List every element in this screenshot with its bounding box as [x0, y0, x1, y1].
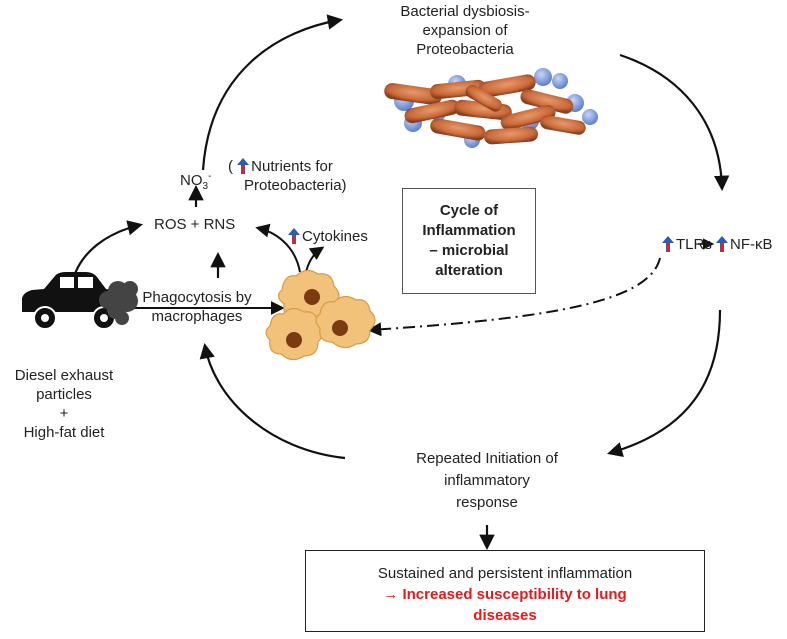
exposure-line4: High-fat diet	[23, 424, 105, 441]
cycle-box-line3: – microbial	[429, 242, 509, 259]
repeated-line1: Repeated Initiation of	[416, 450, 558, 467]
nutrients-line2: Proteobacteria)	[244, 177, 347, 194]
cycle-box-line1: Cycle of	[439, 202, 499, 219]
nfkb-label: NF-κB	[716, 235, 773, 254]
increase-arrow-icon	[716, 236, 728, 252]
cytokines-label: Cytokines	[288, 227, 368, 246]
cycle-box-line4: alteration	[435, 262, 503, 279]
outcome-line2: Increased susceptibility to lung	[402, 586, 627, 603]
tlrs-text: TLRs	[676, 236, 712, 253]
outcome-box: Sustained and persistent inflammation → …	[305, 550, 705, 632]
outcome-line1: Sustained and persistent inflammation	[377, 565, 633, 582]
nutrients-line1: Nutrients for	[251, 158, 333, 175]
ros-rns-label: ROS + RNS	[154, 216, 236, 233]
exposure-label: Diesel exhaust particles + High-fat diet	[0, 366, 128, 442]
bacteria-cluster-image	[384, 68, 598, 148]
arc-tlrs-to-repeated	[607, 309, 722, 457]
dashdot-tlrs-to-macrophages	[367, 257, 661, 337]
outcome-line2-wrap: → Increased susceptibility to lung	[306, 584, 704, 605]
nutrients-label: ( Nutrients for Proteobacteria)	[228, 157, 347, 195]
bacteria-label: Bacterial dysbiosis- expansion of Proteo…	[385, 2, 545, 59]
nitrate-sub: 3	[202, 181, 209, 192]
nitrate-label: NO3-	[180, 167, 211, 196]
phagocytosis-line2: macrophages	[151, 308, 243, 325]
tlrs-label: TLRs	[662, 235, 712, 254]
repeated-line2: inflammatory	[444, 472, 530, 489]
arc-bacteria-to-tlrs	[619, 53, 730, 192]
phagocytosis-line1: Phagocytosis by	[142, 289, 252, 306]
arc-ros-to-bacteria	[201, 14, 344, 171]
exposure-line1: Diesel exhaust	[14, 367, 114, 384]
macrophage-cells-icon	[265, 269, 376, 361]
outcome-arrow: →	[383, 586, 399, 603]
exhaust-smoke-icon	[99, 281, 138, 325]
nitrate-base: NO	[180, 172, 203, 189]
repeated-line3: response	[456, 494, 518, 511]
increase-arrow-icon	[662, 236, 674, 252]
arrow-macrophage-to-ros	[255, 223, 301, 273]
nutrients-open-paren: (	[228, 158, 233, 175]
cycle-box-line2: Inflammation	[422, 222, 516, 239]
repeated-label: Repeated Initiation of inflammatory resp…	[380, 448, 594, 514]
nitrate-sup: -	[208, 171, 212, 182]
bacteria-label-line1: Bacterial dysbiosis-	[400, 3, 530, 20]
outcome-line3: diseases	[473, 607, 537, 624]
bacteria-label-line3: Proteobacteria	[416, 41, 514, 58]
nfkb-text: NF-κB	[730, 236, 773, 253]
increase-arrow-icon	[237, 158, 250, 174]
cytokines-text: Cytokines	[302, 228, 368, 245]
bacteria-label-line2: expansion of	[422, 22, 508, 39]
arc-repeated-to-phagocytosis	[199, 342, 346, 460]
cycle-box: Cycle of Inflammation – microbial altera…	[402, 188, 536, 294]
exposure-line3: +	[59, 405, 69, 422]
car-icon	[22, 272, 124, 330]
phagocytosis-label: Phagocytosis by macrophages	[122, 288, 272, 326]
increase-arrow-icon	[288, 228, 300, 244]
exposure-line2: particles	[36, 386, 92, 403]
